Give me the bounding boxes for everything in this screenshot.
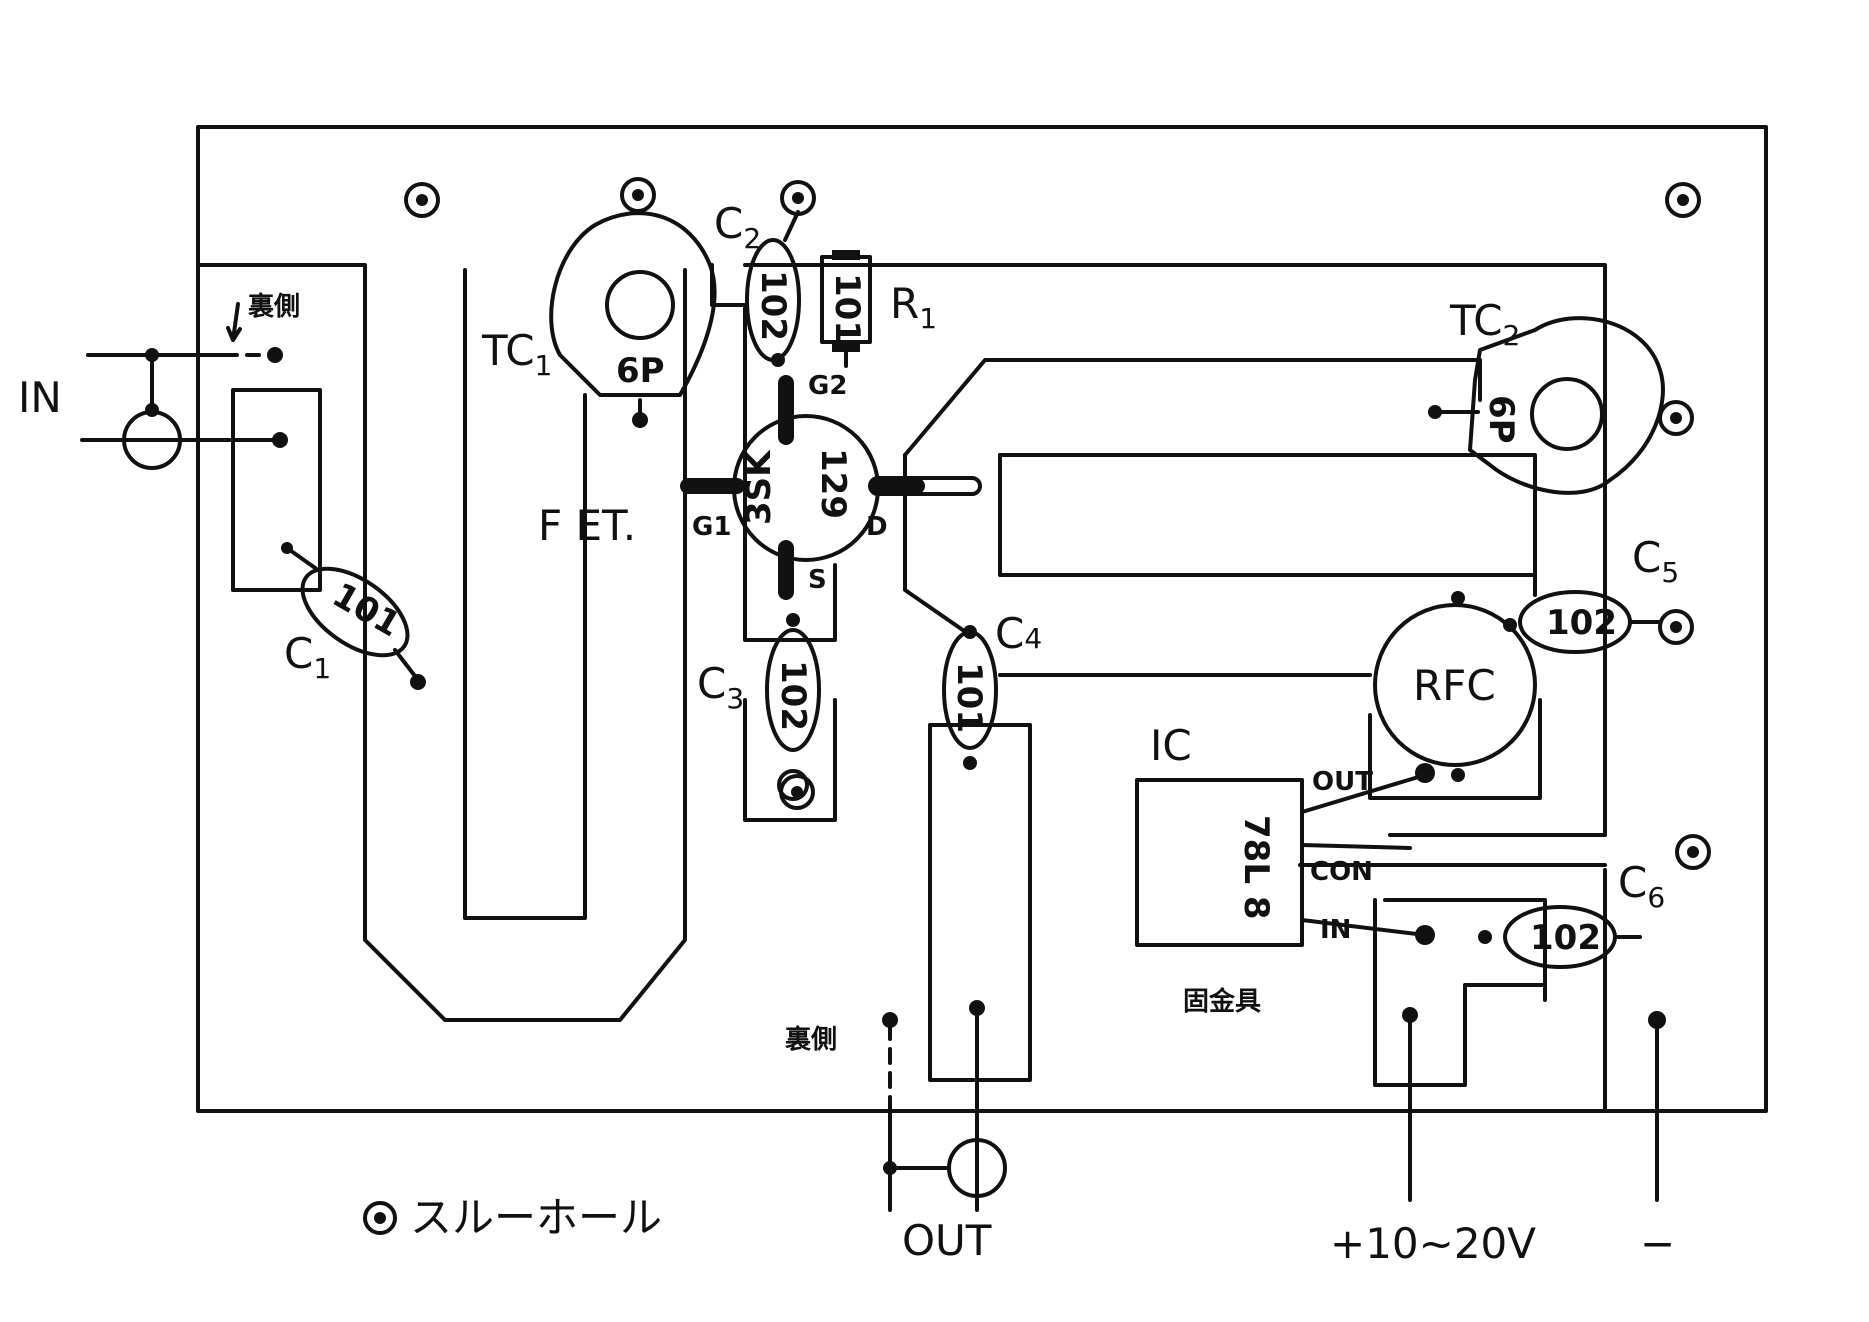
board-outline: [196, 125, 1768, 1113]
out-terminal-label: OUT: [902, 1216, 992, 1265]
c3-label: C3: [697, 659, 744, 715]
ic-pin-con: CON: [1310, 857, 1373, 887]
through-hole-legend-symbol: [363, 1201, 397, 1235]
c3-code: 102: [773, 660, 813, 731]
r1-resistor: [820, 250, 872, 368]
ic-label: IC: [1150, 721, 1192, 770]
fet-label: F ET.: [538, 501, 636, 550]
ic-regulator: [1135, 763, 1435, 947]
tc2-value: 6P: [1481, 395, 1521, 444]
fet-transistor: [680, 375, 982, 600]
in-terminal-label: IN: [18, 373, 62, 422]
fet-part-line2: 129: [813, 448, 853, 519]
tc1-trimmer: [549, 211, 717, 428]
fet-pin-d: D: [866, 512, 888, 542]
c6-code: 102: [1530, 918, 1601, 958]
c6-label: C6: [1618, 858, 1665, 914]
r1-code: 101: [827, 273, 867, 344]
through-hole-3: [780, 180, 816, 216]
through-hole-legend-label: スルーホール: [410, 1193, 662, 1242]
through-hole-5: [1658, 400, 1694, 436]
c1-capacitor: [281, 542, 426, 690]
fet-pin-s: S: [808, 565, 827, 595]
copper-patterns: [196, 263, 1607, 1113]
fet-part-line1: 3SK: [739, 449, 779, 525]
ic-pin-in: IN: [1320, 915, 1351, 945]
c4-capacitor: [942, 625, 998, 770]
c3-capacitor: [765, 613, 821, 801]
c2-code: 102: [753, 270, 793, 341]
ic-note: 固金具: [1183, 986, 1261, 1017]
c1-label: C1: [284, 629, 331, 685]
plus-terminal-label: +10~20V: [1330, 1219, 1536, 1268]
tc1-value: 6P: [616, 351, 665, 391]
through-hole-1: [404, 182, 440, 218]
rfc-label: RFC: [1413, 661, 1496, 710]
c5-code: 102: [1546, 603, 1617, 643]
power-leads: [1402, 1007, 1666, 1202]
fet-pin-g1: G1: [692, 512, 731, 542]
c4-label: C4: [995, 609, 1042, 658]
tc2-label: TC2: [1449, 296, 1520, 352]
minus-terminal-label: −: [1640, 1219, 1675, 1268]
in-connector: [80, 302, 288, 470]
tc2-trimmer: [1428, 316, 1665, 495]
rfc-coil: [1373, 591, 1537, 782]
through-hole-2: [620, 177, 656, 213]
out-connector: [882, 1000, 1007, 1212]
ic-part: 78L 8: [1236, 815, 1276, 919]
through-hole-4: [1665, 182, 1701, 218]
through-hole-7: [1675, 834, 1711, 870]
c6-capacitor: [1478, 905, 1642, 969]
tc1-label: TC1: [481, 326, 552, 382]
ic-pin-out: OUT: [1312, 767, 1373, 797]
fet-pin-g2: G2: [808, 371, 847, 401]
back-side-note-in: 裏側: [248, 291, 300, 322]
through-hole-6: [1658, 609, 1694, 645]
back-side-note-out: 裏側: [785, 1024, 837, 1055]
c5-label: C5: [1632, 533, 1679, 589]
c2-capacitor: [745, 210, 801, 367]
c4-code: 101: [949, 662, 989, 733]
c2-label: C2: [714, 199, 761, 255]
r1-label: R1: [890, 279, 937, 335]
